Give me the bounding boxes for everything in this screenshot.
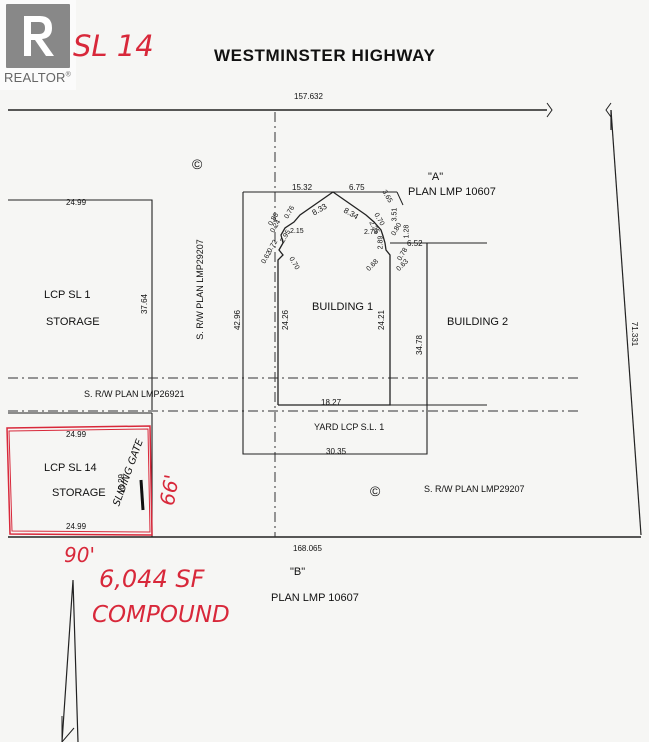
sl14-highlight-outline-inner	[8, 428, 151, 533]
realtor-r-icon	[6, 4, 70, 68]
sl14-handwritten-label: SL 14	[73, 29, 154, 63]
dim-notch: 2.15	[290, 228, 304, 235]
width-annotation: 90'	[64, 543, 95, 567]
dim-sl1-top: 24.99	[66, 198, 87, 207]
dim-b1-inner-left: 24.26	[281, 309, 291, 331]
dim-right: 71.331	[630, 321, 640, 347]
copyright-symbol: ©	[370, 483, 381, 499]
dim-notch: 3.51	[391, 207, 399, 222]
sliding-gate-mark	[139, 479, 145, 511]
lot-sl1-use: STORAGE	[46, 316, 100, 328]
lot-sl14-name: LCP SL 14	[44, 462, 97, 474]
highway-arrow-right	[605, 102, 612, 118]
dim-sl1-side: 37.64	[140, 293, 150, 315]
dim-sl14-top: 24.99	[66, 430, 87, 439]
lot-sl1-name: LCP SL 1	[44, 289, 91, 301]
row-label-bottom: S. R/W PLAN LMP29207	[424, 484, 525, 494]
registered-mark: ®	[65, 71, 71, 79]
lot-sl1-outline	[8, 199, 153, 410]
row-label-vertical: S. R/W PLAN LMP29207	[194, 239, 205, 340]
dim-b1-right-outer: 34.78	[415, 334, 425, 356]
realtor-wordmark: REALTOR	[4, 70, 66, 85]
dim-bottom: 168.065	[293, 544, 322, 553]
dim-b1-top-left: 15.32	[292, 183, 313, 192]
north-arrow	[61, 579, 79, 742]
type-annotation: COMPOUND	[92, 602, 230, 628]
map-title: WESTMINSTER HIGHWAY	[214, 46, 436, 65]
dim-b1-left: 42.96	[233, 309, 243, 331]
parcel-b-plan: PLAN LMP 10607	[271, 592, 359, 604]
dim-notch: 2.78	[364, 229, 378, 236]
dim-sl14-bottom: 24.99	[66, 522, 87, 531]
sl14-highlight-outline	[6, 425, 153, 536]
lot-sl14-use: STORAGE	[52, 487, 106, 499]
yard-label: YARD LCP S.L. 1	[314, 422, 385, 432]
realtor-logo: REALTOR®	[0, 0, 76, 90]
area-annotation: 6,044 SF	[99, 565, 205, 593]
dim-yard-bottom: 30.35	[326, 447, 347, 456]
parcel-b-letter: "B"	[290, 566, 306, 578]
dim-b1-inner-right: 24.21	[377, 309, 387, 331]
depth-annotation: 66'	[154, 472, 184, 508]
r-glyph-icon	[24, 16, 54, 56]
building-2-label: BUILDING 2	[447, 316, 509, 328]
north-arrow-n	[61, 716, 75, 742]
building-1-corner	[396, 191, 404, 206]
highway-arrow-left	[546, 102, 553, 118]
dim-notch: 2.89	[377, 235, 385, 250]
dim-b1-top-right: 6.75	[349, 183, 365, 192]
parcel-a-letter: "A"	[428, 171, 444, 183]
dim-top: 157.632	[294, 92, 323, 101]
copyright-symbol: ©	[192, 156, 203, 172]
dim-b1-bottom: 18.27	[321, 398, 342, 407]
dim-notch: 1.28	[403, 224, 411, 239]
row-label-horizontal: S. R/W PLAN LMP26921	[84, 389, 185, 399]
dim-b1-notch-right: 6.52	[407, 239, 423, 248]
parcel-a-plan: PLAN LMP 10607	[408, 186, 496, 198]
right-boundary-line	[610, 109, 642, 536]
building-1-label: BUILDING 1	[312, 301, 374, 313]
